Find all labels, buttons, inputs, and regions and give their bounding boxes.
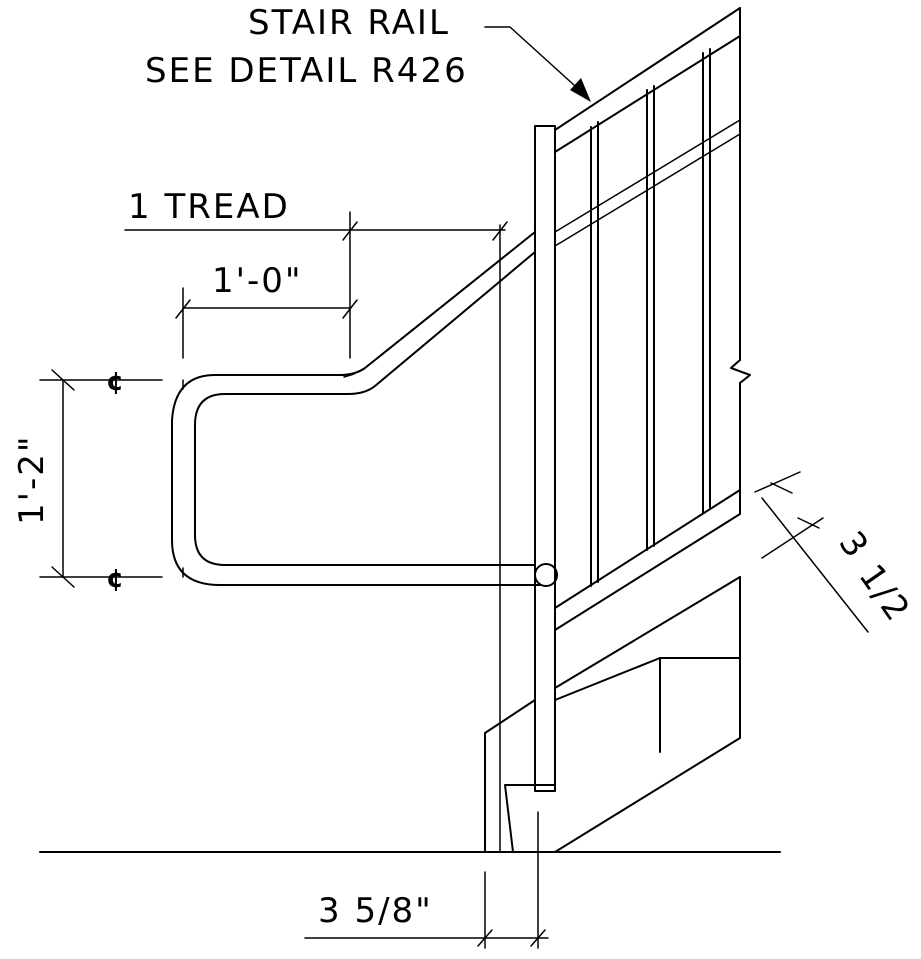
stair-stringer <box>484 576 741 853</box>
dim-one-foot-two: 1'-2" <box>12 434 52 525</box>
balusters <box>590 48 711 587</box>
newel-post <box>534 125 556 792</box>
centerline-symbol-bottom: ¢ <box>106 564 124 594</box>
dimension-lines <box>39 211 869 949</box>
dim-three-five-eighths: 3 5/8" <box>318 891 433 931</box>
rail-post-connection <box>534 563 558 587</box>
callout-leader <box>484 26 591 102</box>
dim-three-half-fraction: 1/2 <box>851 557 919 630</box>
dim-three-half-whole: 3 <box>831 524 877 566</box>
dim-one-foot: 1'-0" <box>212 261 303 301</box>
handrail-extension <box>171 231 558 587</box>
leader-arrowhead <box>570 78 591 102</box>
dim-one-tread: 1 TREAD <box>128 187 290 227</box>
stair-rail-panel <box>554 7 751 631</box>
stair-rail-label: STAIR RAIL <box>248 3 450 43</box>
see-detail-label: SEE DETAIL R426 <box>145 51 468 91</box>
centerline-symbol-top: ¢ <box>106 367 124 397</box>
